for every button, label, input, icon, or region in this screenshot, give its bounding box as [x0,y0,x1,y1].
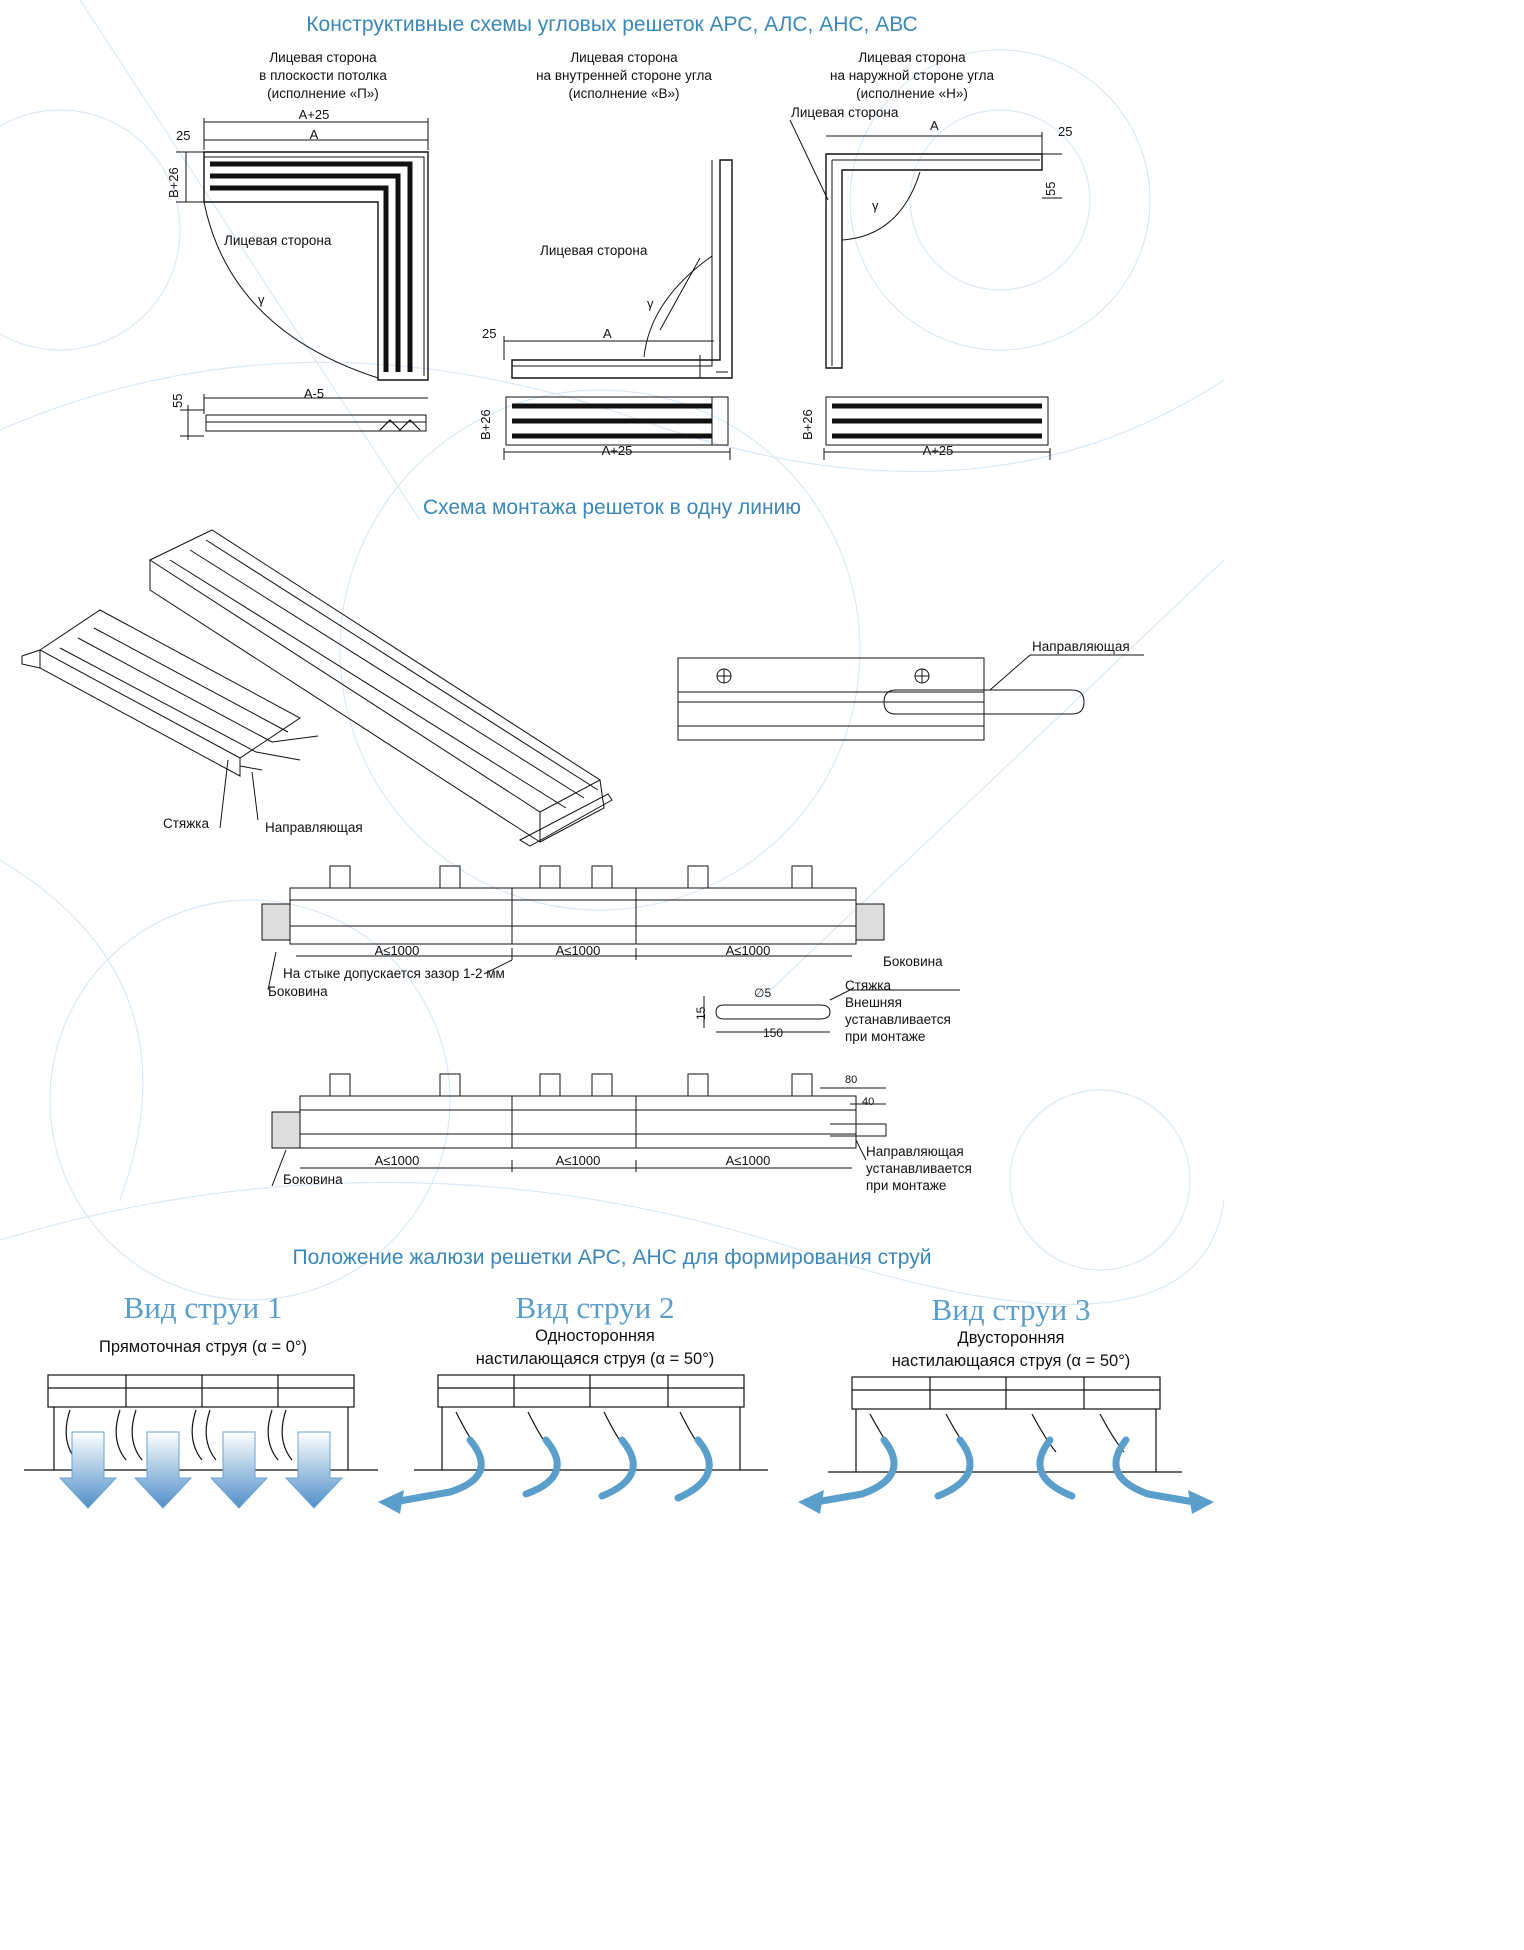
guide-detail [677,654,1144,741]
jet-3-arrowhead-left [798,1490,824,1514]
tie-detail [703,989,960,1033]
dim-fv2-a1: А≤1000 [374,1153,420,1168]
jet-2-arrowhead [378,1490,404,1514]
label-v-face-side: Лицевая сторона [540,243,648,258]
dim-v-a-plus-25: А+25 [601,443,633,458]
dim-fv2-a2: А≤1000 [555,1153,601,1168]
gamma-p: γ [258,292,265,307]
dim-p-25: 25 [176,128,191,143]
dim-n-a-plus-25: А+25 [922,443,954,458]
dim-p-a-minus-5: А-5 [303,386,325,401]
jet-3-flows [812,1436,1198,1506]
label-tie: Стяжка [163,816,209,831]
jet-1-grille [24,1374,378,1471]
jet-3-title: Вид струи 3 [931,1292,1091,1327]
label-gap-note: На стыке допускается зазор 1-2 мм [283,966,505,981]
dim-p-a-plus-25: А+25 [298,107,330,122]
jet-2-grille [414,1374,768,1471]
jet-2-flows [390,1436,713,1506]
title-corner-schemes: Конструктивные схемы угловых решеток АРС… [306,13,918,36]
jet-1-flows [58,1431,344,1509]
jet-2-title: Вид струи 2 [515,1290,675,1325]
dim-tie-5: ∅5 [754,986,772,1000]
label-guide-detail: Направляющая [1032,639,1130,654]
scheme-n-grille [789,119,1062,460]
jet-1-desc: Прямоточная струя (α = 0°) [98,1338,308,1356]
label-p-face-side: Лицевая сторона [224,233,332,248]
label-n-face-side: Лицевая сторона [791,105,899,120]
title-louver-position: Положение жалюзи решетки АРС, АНС для фо… [292,1246,932,1269]
corner-drawings [176,118,1062,460]
gamma-v: γ [647,296,654,311]
dim-n-a: А [930,118,939,133]
scheme-v-grille [503,159,733,460]
dim-n-25: 25 [1058,124,1073,139]
label-side-1: Боковина [268,984,328,999]
title-inline-mounting: Схема монтажа решеток в одну линию [422,496,802,519]
dim-fv1-a1: А≤1000 [374,943,420,958]
gamma-n: γ [872,198,879,213]
dim-fv2-a3: А≤1000 [725,1153,771,1168]
jet-3-grille [828,1376,1182,1473]
jet-3-arrowhead-right [1188,1490,1214,1514]
dim-80: 80 [845,1074,858,1086]
front-view-1 [261,865,885,991]
mounting-drawings [21,529,1144,1187]
dim-40: 40 [862,1096,875,1108]
label-side-3: Боковина [283,1172,343,1187]
scheme-p-grille [176,118,429,440]
label-side-2: Боковина [883,954,943,969]
dim-p-a: А [309,127,319,142]
background-decoration [0,0,1224,1306]
dim-tie-150: 150 [762,1026,784,1040]
dim-v-a: А [603,326,612,341]
label-guide-iso: Направляющая [265,820,363,835]
isometric-grilles [21,529,613,847]
dim-v-25: 25 [482,326,497,341]
dim-fv1-a3: А≤1000 [725,943,771,958]
dim-fv1-a2: А≤1000 [555,943,601,958]
front-view-2 [271,1073,887,1187]
jet-1-title: Вид струи 1 [123,1290,283,1325]
jet-diagrams [24,1374,1214,1514]
